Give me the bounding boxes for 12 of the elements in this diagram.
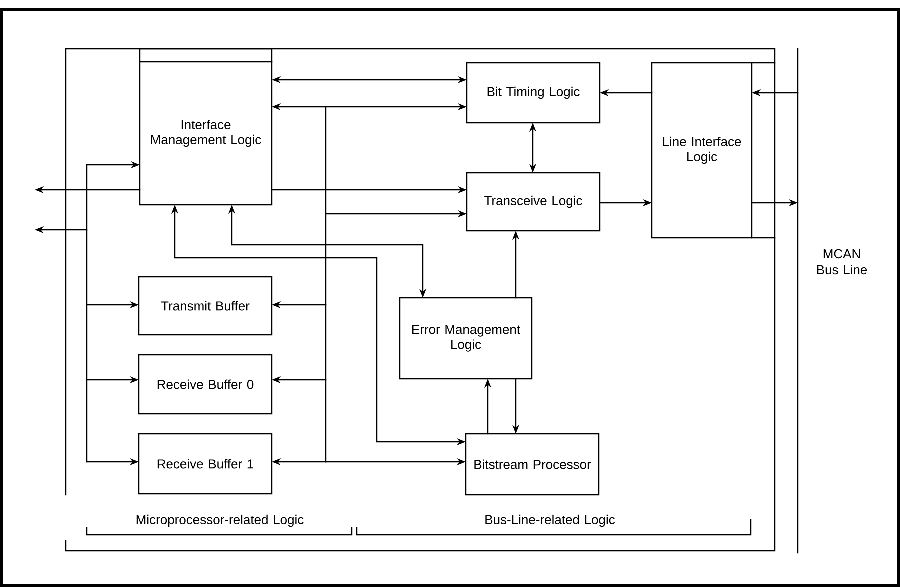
section-label: Bus-Line-related Logic <box>486 514 616 528</box>
section-label: Microprocessor-related Logic <box>136 514 304 528</box>
logic-block: Bitstream Processor <box>465 433 600 496</box>
logic-block: Receive Buffer 1 <box>138 433 273 495</box>
logic-block: Interface Management Logic <box>139 61 273 206</box>
logic-block: Line Interface Logic <box>651 62 753 239</box>
logic-block: Receive Buffer 0 <box>138 354 273 415</box>
logic-block: Bit Timing Logic <box>466 62 601 124</box>
logic-block: Transceive Logic <box>466 172 601 232</box>
logic-block: Transmit Buffer <box>138 276 273 336</box>
logic-block: Error Management Logic <box>399 297 533 380</box>
section-label: MCAN Bus Line <box>817 249 868 275</box>
